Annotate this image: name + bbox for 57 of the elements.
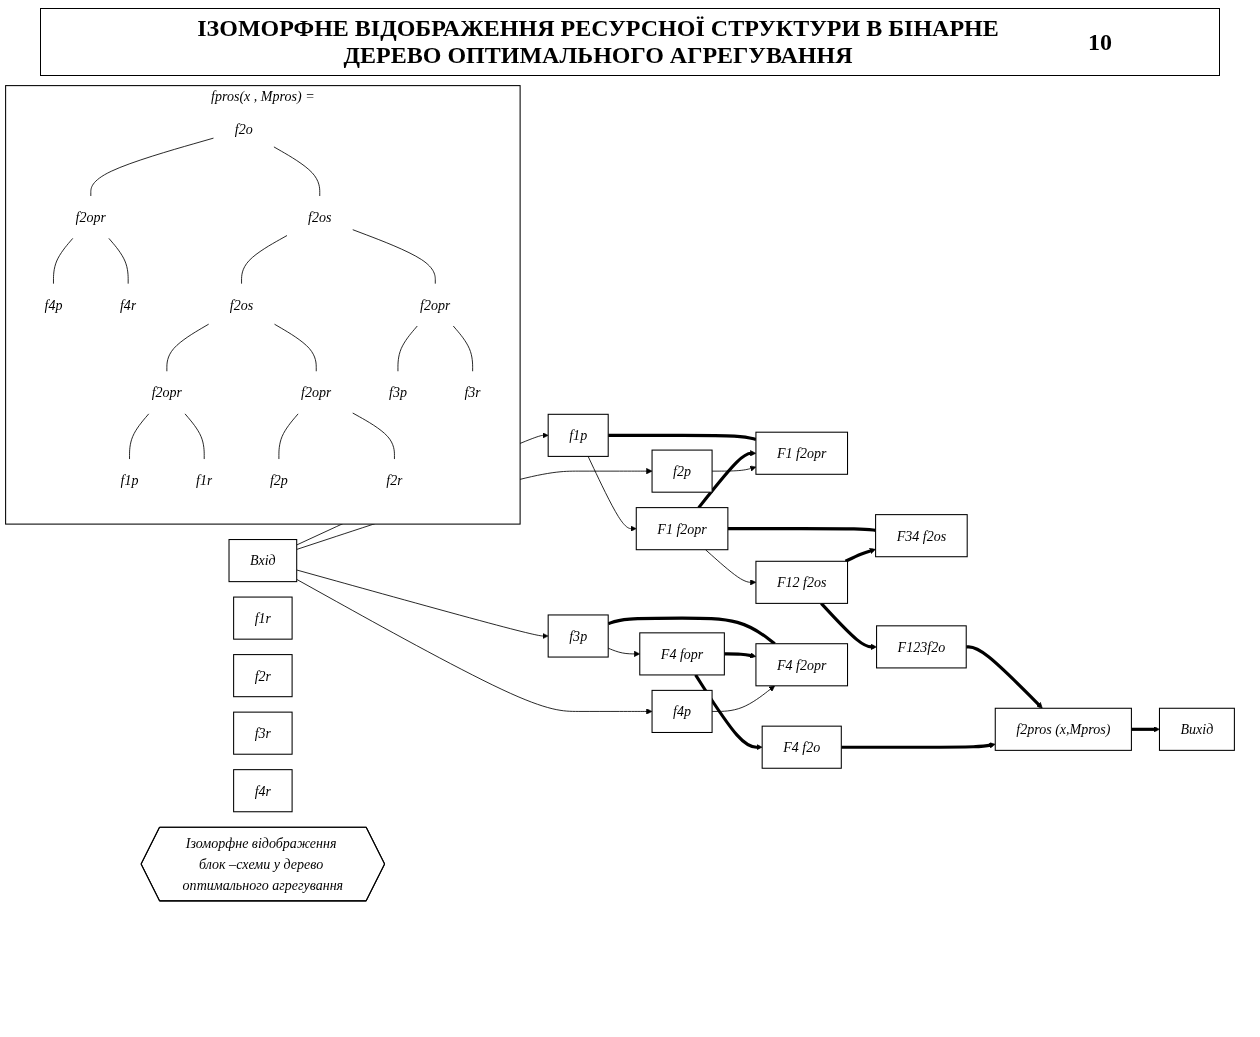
connector — [278, 413, 299, 460]
connector — [452, 325, 474, 372]
node-box: f3p — [547, 614, 609, 658]
node-box: f4r — [233, 769, 293, 813]
node-box: F4 f2opr — [755, 643, 849, 687]
arrow — [841, 742, 996, 749]
connector — [241, 235, 288, 285]
arrow — [966, 645, 1043, 709]
arrow — [1131, 726, 1160, 733]
node-text: f2r — [386, 472, 403, 488]
arrow — [820, 602, 877, 650]
node-box: f1p — [547, 413, 609, 457]
node-box: F1 f2opr — [635, 507, 729, 551]
connector — [273, 323, 317, 372]
node-text: f4r — [119, 297, 137, 313]
node-box: F34 f2os — [875, 514, 968, 558]
diagram-title: ІЗОМОРФНЕ ВІДОБРАЖЕННЯ РЕСУРСНОЇ СТРУКТУРИ В БІНАРНЕ ДЕРЕВО ОПТИМАЛЬНОГО АГРЕГУВАННЯ — [196, 15, 1000, 69]
node-text: f2p — [269, 472, 288, 488]
connector — [273, 146, 321, 197]
connector — [108, 237, 129, 285]
node-box: F12 f2os — [755, 560, 849, 604]
node-text: f2opr — [151, 384, 183, 401]
node-box: F123f2o — [876, 625, 967, 669]
node-box: Вхід — [228, 539, 298, 583]
connector — [352, 229, 436, 285]
node-text: f4p — [44, 297, 63, 313]
node-text: f2opr — [75, 209, 107, 225]
node-box: f2p — [651, 449, 713, 493]
node-text: f3p — [388, 384, 407, 401]
connector — [184, 413, 205, 460]
page-number: 10 — [1088, 28, 1112, 55]
connector — [166, 323, 210, 372]
node-box: f4p — [651, 689, 713, 733]
connector — [352, 412, 395, 460]
node-box: F4 f2o — [761, 725, 842, 769]
node-text: f2opr — [420, 297, 451, 313]
arrow — [844, 548, 876, 563]
node-text: f3r — [464, 384, 481, 401]
connector — [727, 527, 876, 532]
node-text: f2opr — [301, 384, 332, 401]
node-text: f1r — [196, 472, 213, 488]
connector — [397, 325, 418, 372]
node-box: f2pros (x,Mpros) — [994, 707, 1132, 751]
node-box: F4 fopr — [639, 632, 725, 676]
connector — [53, 237, 74, 285]
node-text: f2o — [234, 121, 253, 138]
node-text: f1p — [120, 472, 139, 488]
connector — [90, 137, 215, 197]
node-text: f2os — [229, 297, 254, 313]
node-text: f2os — [308, 209, 332, 225]
connector — [129, 413, 150, 460]
node-box: F1 f2opr — [755, 431, 849, 475]
node-box: f2r — [233, 654, 293, 698]
node-box: f3r — [233, 711, 293, 755]
node-box: Вихід — [1158, 707, 1235, 751]
arrow — [694, 674, 763, 751]
node-box: f1r — [233, 596, 293, 640]
